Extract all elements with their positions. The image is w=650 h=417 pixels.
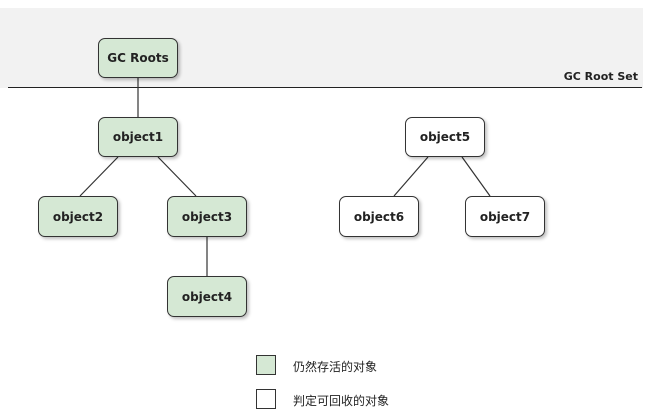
gc-root-set-boundary xyxy=(8,87,642,88)
node-gc-roots: GC Roots xyxy=(98,38,178,78)
legend-label-dead: 判定可回收的对象 xyxy=(293,394,390,408)
edge-object5-object7 xyxy=(461,156,491,197)
node-object2: object2 xyxy=(38,196,118,237)
node-object1: object1 xyxy=(98,117,178,157)
node-object6: object6 xyxy=(339,196,419,237)
edge-object5-object6 xyxy=(393,156,429,197)
legend-label-alive: 仍然存活的对象 xyxy=(293,360,378,374)
node-object5: object5 xyxy=(405,117,485,157)
node-object7: object7 xyxy=(465,196,545,237)
node-object4: object4 xyxy=(167,276,247,317)
edge-object1-object3 xyxy=(157,156,197,197)
legend-swatch-dead xyxy=(256,389,276,409)
gc-root-set-label: GC Root Set xyxy=(563,70,638,83)
legend-swatch-alive xyxy=(256,355,276,375)
edge-object1-object2 xyxy=(79,156,119,197)
node-object3: object3 xyxy=(167,196,247,237)
